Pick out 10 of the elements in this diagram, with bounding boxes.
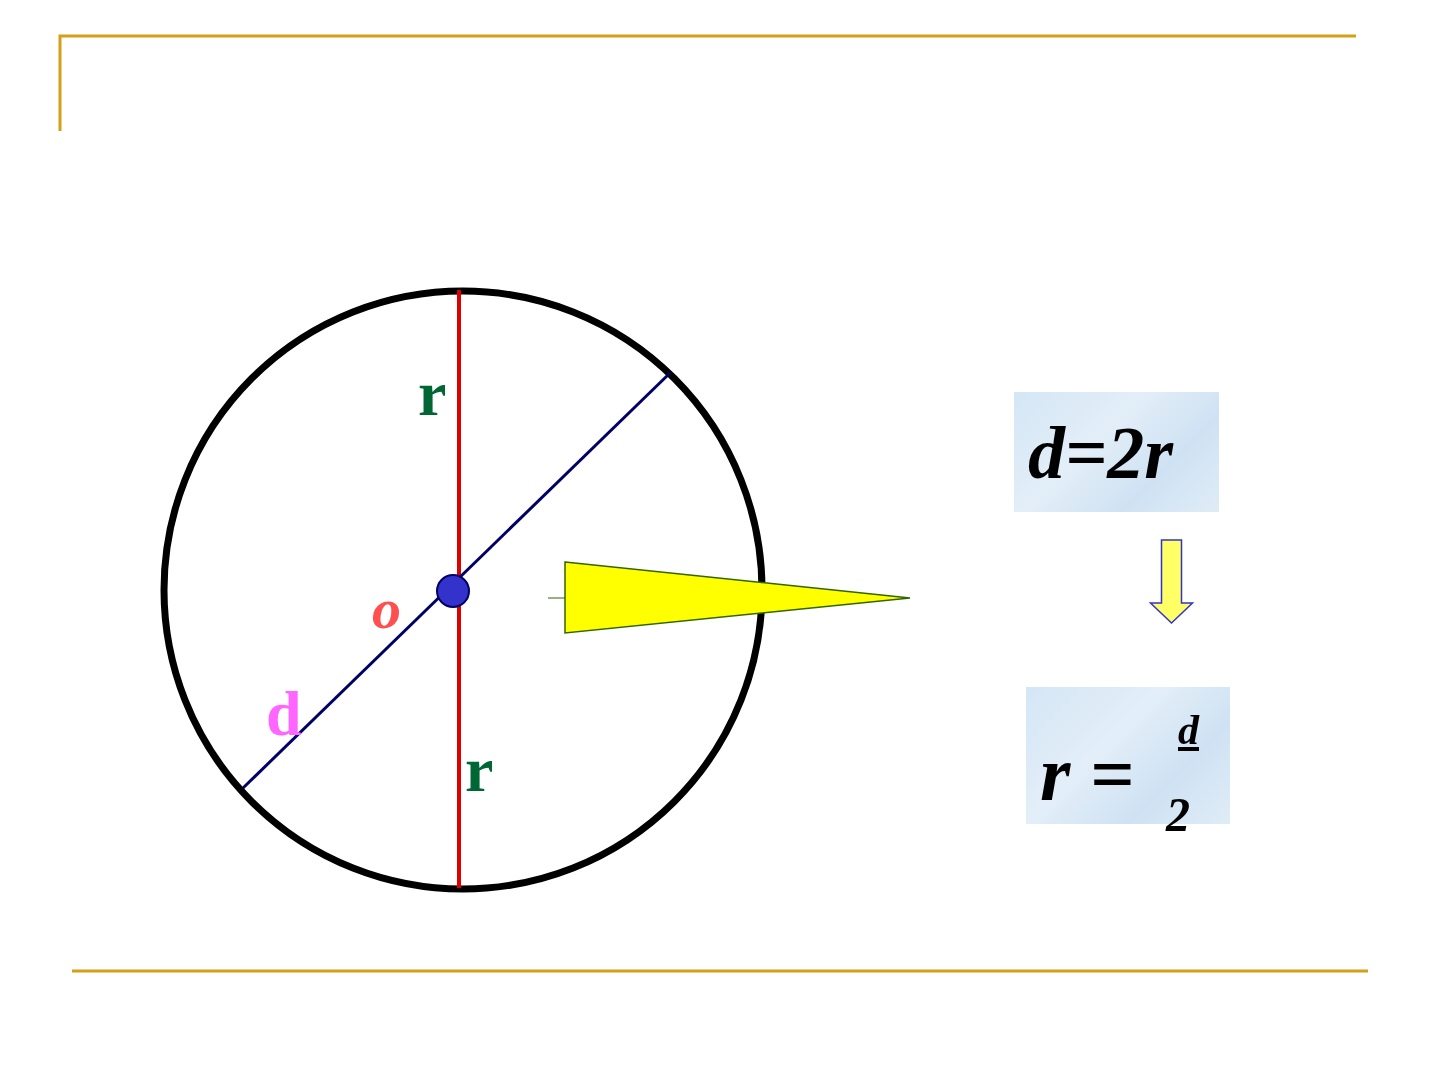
denominator: 2 bbox=[1166, 791, 1190, 839]
formula-box bbox=[1014, 392, 1219, 512]
center-label: o bbox=[372, 580, 401, 638]
block-arrow bbox=[1148, 539, 1195, 625]
numerator: d bbox=[1178, 709, 1199, 751]
formula-text: d=2r bbox=[1028, 416, 1173, 490]
diameter-label: d bbox=[266, 682, 302, 746]
formula-text: r = bbox=[1040, 735, 1135, 813]
radius-label: r bbox=[465, 738, 494, 802]
radius-label: r bbox=[418, 362, 447, 426]
